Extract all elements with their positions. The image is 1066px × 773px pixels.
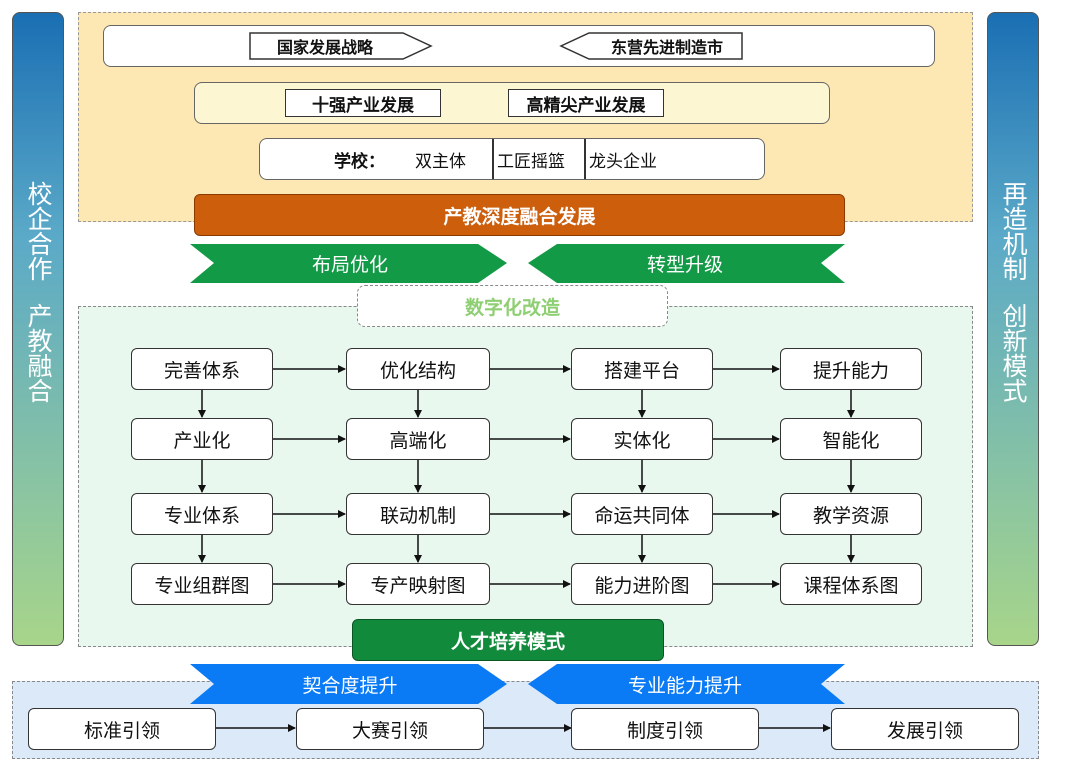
grid-node-r0-c2: 搭建平台 xyxy=(571,348,713,390)
right-pillar-line2: 创新模式 xyxy=(999,303,1028,403)
grid-node-r0-c1: 优化结构 xyxy=(346,348,490,390)
bottom-node-standard: 标准引领 xyxy=(28,708,216,750)
grid-node-r1-c0: 产业化 xyxy=(131,418,273,460)
layout-optimize-label: 布局优化 xyxy=(311,254,388,276)
grid-node-r2-c3: 教学资源 xyxy=(780,493,922,535)
grid-node-r2-c0: 专业体系 xyxy=(131,493,273,535)
grid-node-r3-c1: 专产映射图 xyxy=(346,563,490,605)
transform-upgrade-label: 转型升级 xyxy=(646,254,723,276)
fit-improve-label: 契合度提升 xyxy=(302,674,398,697)
dongying-city-label: 东营先进制造市 xyxy=(610,38,723,57)
grid-node-r3-c0: 专业组群图 xyxy=(131,563,273,605)
national-strategy-label: 国家发展战略 xyxy=(276,38,373,57)
school-row xyxy=(259,138,765,180)
left-pillar: 校企合作 产教融合 xyxy=(12,12,64,646)
leading-enterprise-label: 龙头企业 xyxy=(589,151,657,172)
grid-node-r3-c2: 能力进阶图 xyxy=(571,563,713,605)
separator xyxy=(584,139,586,179)
bottom-node-system: 制度引领 xyxy=(571,708,759,750)
bottom-node-development: 发展引领 xyxy=(831,708,1019,750)
digital-transform-title: 数字化改造 xyxy=(357,285,668,327)
grid-node-r1-c3: 智能化 xyxy=(780,418,922,460)
left-pillar-line1: 校企合作 xyxy=(24,181,53,281)
grid-node-r1-c1: 高端化 xyxy=(346,418,490,460)
grid-node-r2-c1: 联动机制 xyxy=(346,493,490,535)
bottom-node-competition: 大赛引领 xyxy=(296,708,484,750)
grid-node-r0-c3: 提升能力 xyxy=(780,348,922,390)
grid-node-r0-c0: 完善体系 xyxy=(131,348,273,390)
left-pillar-line2: 产教融合 xyxy=(24,303,53,403)
strategy-row xyxy=(103,25,935,67)
right-pillar: 再造机制 创新模式 xyxy=(987,12,1039,646)
right-pillar-line1: 再造机制 xyxy=(999,181,1028,281)
school-prefix: 学校： xyxy=(334,151,385,172)
grid-node-r2-c2: 命运共同体 xyxy=(571,493,713,535)
grid-node-r1-c2: 实体化 xyxy=(571,418,713,460)
ability-improve-label: 专业能力提升 xyxy=(627,674,742,697)
dual-subject-label: 双主体 xyxy=(415,151,466,172)
ten-strong-industry-label: 十强产业发展 xyxy=(285,89,441,117)
deep-integration-banner: 产教深度融合发展 xyxy=(194,194,845,236)
grid-node-r3-c3: 课程体系图 xyxy=(780,563,922,605)
craftsman-cradle-label: 工匠摇篮 xyxy=(497,151,565,172)
separator xyxy=(492,139,494,179)
talent-training-bar: 人才培养模式 xyxy=(352,619,664,661)
high-end-industry-label: 高精尖产业发展 xyxy=(508,89,664,117)
